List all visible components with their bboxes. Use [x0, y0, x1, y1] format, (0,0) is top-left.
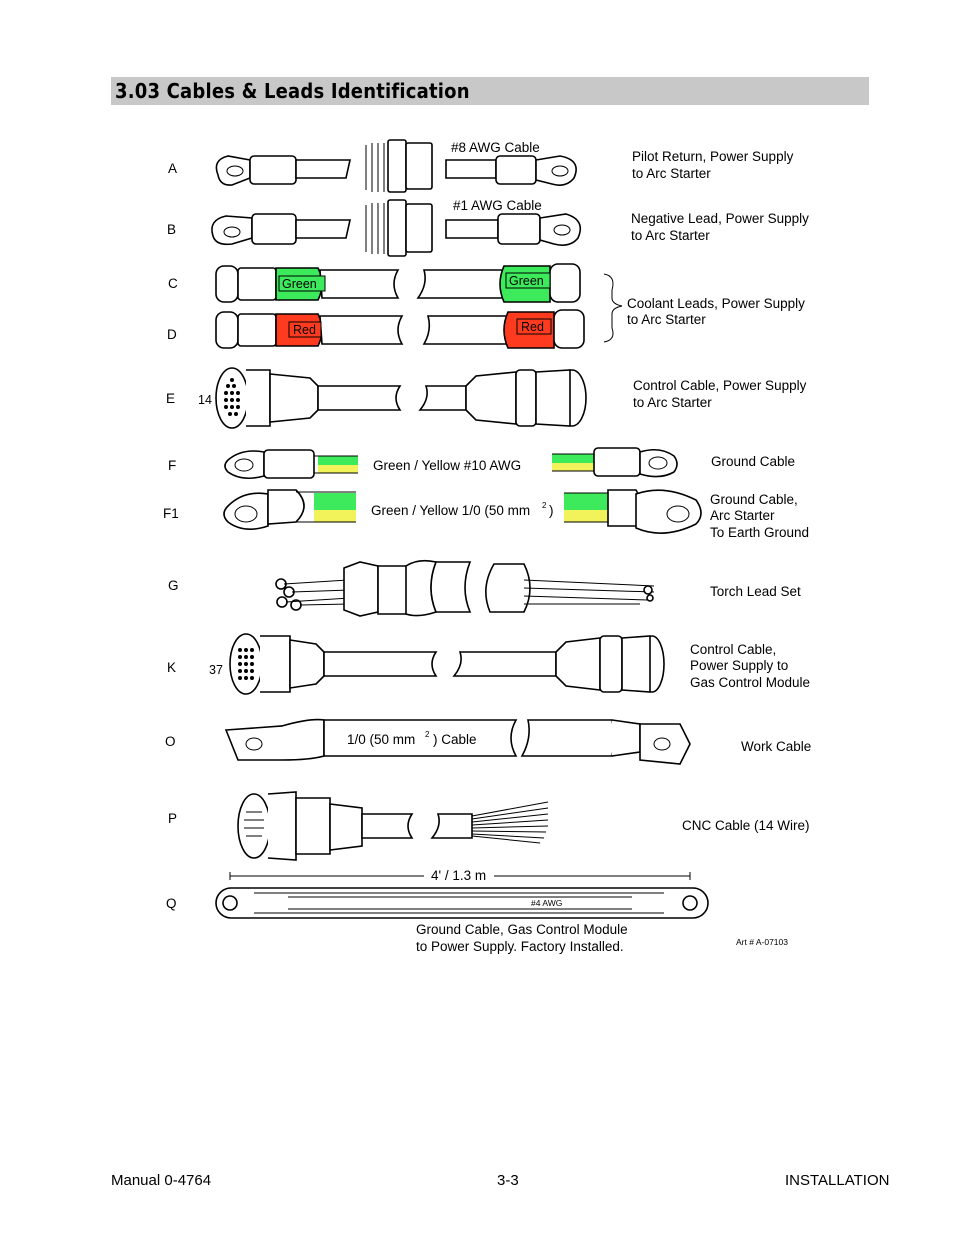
row-letter-f1: F1 [163, 506, 179, 521]
footer-section-name: INSTALLATION [785, 1172, 890, 1189]
row-k-desc-line2: Power Supply to [690, 658, 788, 673]
cable-d-drawing [215, 273, 623, 349]
row-letter-c: C [168, 276, 178, 291]
row-letter-f: F [168, 458, 176, 473]
row-c-tag-right: Green [509, 274, 544, 288]
row-g-desc-line1: Torch Lead Set [710, 584, 801, 599]
row-f1-desc-line2: Arc Starter [710, 508, 775, 523]
cable-f1-text-end: ) [549, 503, 554, 518]
row-letter-p: P [168, 811, 177, 826]
cable-a-text: #8 AWG Cable [451, 140, 540, 155]
row-k-desc-line1: Control Cable, [690, 642, 776, 657]
row-d-tag-left: Red [293, 323, 316, 337]
row-cd-desc-line1: Coolant Leads, Power Supply [627, 296, 805, 311]
row-p-desc-line1: CNC Cable (14 Wire) [682, 818, 810, 833]
row-cd-desc-line2: to Arc Starter [627, 312, 706, 327]
footer-page-number: 3-3 [497, 1172, 519, 1189]
row-b-desc-line2: to Arc Starter [631, 228, 710, 243]
cable-g-drawing [275, 559, 655, 617]
row-q-desc-line1: Ground Cable, Gas Control Module [416, 922, 628, 937]
cable-b-drawing [211, 199, 582, 257]
row-letter-a: A [168, 161, 177, 176]
row-letter-d: D [167, 327, 177, 342]
section-header-bar: 3.03 Cables & Leads Identification [111, 77, 869, 105]
row-f-desc-line1: Ground Cable [711, 454, 795, 469]
cable-p-drawing [237, 791, 549, 861]
row-d-tag-right: Red [521, 320, 544, 334]
row-letter-k: K [167, 660, 176, 675]
row-k-desc-line3: Gas Control Module [690, 675, 810, 690]
art-number: Art # A-07103 [736, 937, 788, 947]
row-e-desc-line1: Control Cable, Power Supply [633, 378, 807, 393]
cable-a-drawing [215, 139, 577, 193]
cable-o-text-end: ) Cable [433, 732, 477, 747]
row-letter-e: E [166, 391, 175, 406]
cable-o-superscript: 2 [425, 730, 430, 739]
cable-f-drawing [224, 447, 678, 480]
section-title: 3.03 Cables & Leads Identification [115, 79, 470, 103]
cable-f1-text: Green / Yellow 1/0 (50 mm [371, 503, 530, 518]
cable-k-drawing [229, 633, 665, 695]
cable-f1-text-main: Green / Yellow 1/0 (50 mm [371, 503, 530, 518]
row-q-desc-line2: to Power Supply. Factory Installed. [416, 939, 624, 954]
cable-q-text: #4 AWG [531, 898, 562, 908]
row-f1-desc-line3: To Earth Ground [710, 525, 809, 540]
row-a-desc-line2: to Arc Starter [632, 166, 711, 181]
row-q-length: 4' / 1.3 m [431, 868, 486, 883]
cable-e-drawing [215, 367, 587, 429]
cable-b-text: #1 AWG Cable [453, 198, 542, 213]
row-a-desc-line1: Pilot Return, Power Supply [632, 149, 794, 164]
row-letter-g: G [168, 578, 179, 593]
row-f1-desc-line1: Ground Cable, [710, 492, 798, 507]
cable-f-text: Green / Yellow #10 AWG [373, 458, 521, 473]
row-b-desc-line1: Negative Lead, Power Supply [631, 211, 809, 226]
cable-c-drawing [215, 263, 581, 303]
row-letters: A B C D E F F1 G K O P Q [163, 161, 179, 911]
cable-f1-superscript: 2 [542, 501, 547, 510]
row-letter-q: Q [166, 896, 177, 911]
cable-q-drawing [215, 872, 709, 919]
row-e-desc-line2: to Arc Starter [633, 395, 712, 410]
row-e-pin-count: 14 [198, 393, 212, 407]
row-letter-o: O [165, 734, 176, 749]
cable-o-drawing [224, 718, 691, 765]
cable-f1-drawing [223, 489, 702, 534]
row-c-tag-left: Green [282, 277, 317, 291]
row-o-desc-line1: Work Cable [741, 739, 811, 754]
row-letter-b: B [167, 222, 176, 237]
footer-manual-number: Manual 0-4764 [111, 1172, 212, 1189]
row-k-pin-count: 37 [209, 663, 223, 677]
cable-o-text: 1/0 (50 mm [347, 732, 415, 747]
